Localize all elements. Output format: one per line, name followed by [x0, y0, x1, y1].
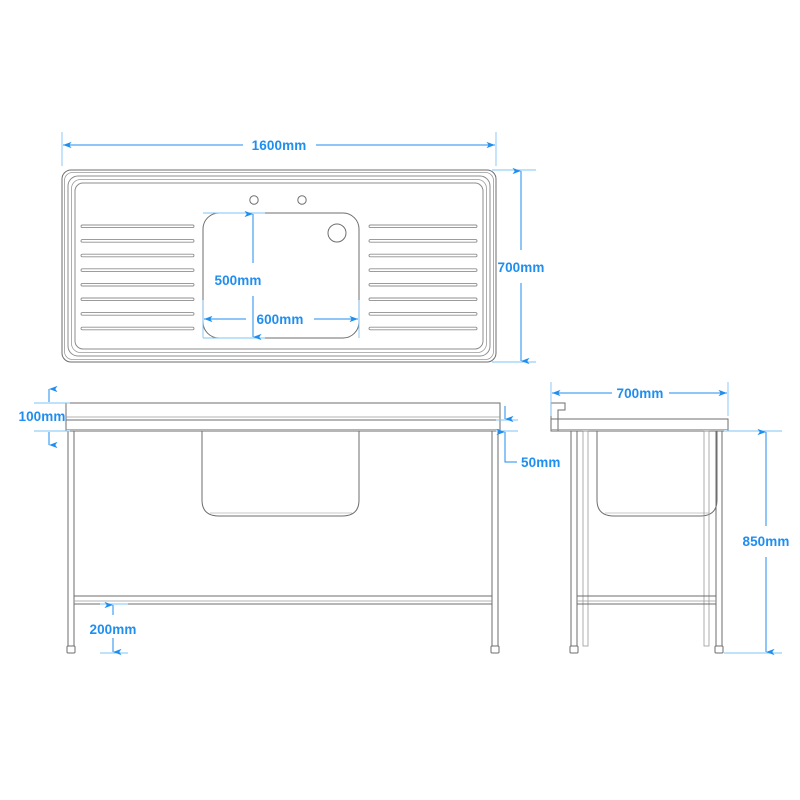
- dimension-label-bowl-width: 600mm: [256, 312, 303, 327]
- dimension-overall-depth: 700mm: [492, 167, 544, 365]
- tap-hole-icon-left: [249, 195, 259, 205]
- waste-hole-icon: [327, 223, 347, 243]
- front-bowl-profile: [201, 431, 360, 517]
- dimension-upstand-height: 100mm: [18, 385, 70, 449]
- side-legs: [569, 430, 724, 654]
- front-undershelf-rail: [73, 595, 493, 605]
- dimension-side-height: 850mm: [724, 428, 789, 656]
- sink-bowl-plan: [202, 212, 360, 339]
- front-legs: [66, 430, 500, 654]
- side-undershelf-rail: [576, 595, 717, 605]
- front-view-group: 100mm 50mm 200mm: [18, 385, 560, 656]
- dimension-label-worktop-thickness: 50mm: [521, 455, 560, 470]
- dimension-label-overall-depth: 700mm: [497, 260, 544, 275]
- dimension-label-shelf-height: 200mm: [89, 622, 136, 637]
- side-view-group: 700mm 850mm: [550, 382, 789, 656]
- dimension-overall-width: 1600mm: [61, 132, 497, 166]
- dimension-bowl-depth: 500mm: [203, 210, 265, 341]
- dimension-bowl-width: 600mm: [202, 300, 360, 338]
- adjustable-foot-right: [490, 645, 500, 654]
- dimension-label-upstand-height: 100mm: [18, 409, 65, 424]
- adjustable-foot-left: [66, 645, 76, 654]
- front-upstand: [65, 402, 501, 421]
- side-bowl-profile: [596, 431, 718, 517]
- dimension-label-side-height: 850mm: [742, 534, 789, 549]
- front-worktop: [65, 419, 501, 432]
- dimension-label-bowl-depth: 500mm: [214, 273, 261, 288]
- side-worktop: [550, 418, 729, 432]
- dimension-side-depth: 700mm: [550, 382, 729, 416]
- left-drainer-grooves: [80, 224, 195, 331]
- top-view-worktop-outline: [61, 169, 497, 363]
- dimension-shelf-height: 200mm: [89, 601, 136, 656]
- dimension-worktop-thickness: 50mm: [496, 406, 560, 470]
- adjustable-foot-side-right: [714, 645, 724, 654]
- top-view-group: 1600mm 700mm 500mm 600mm: [61, 132, 544, 365]
- dimension-label-side-depth: 700mm: [616, 386, 663, 401]
- right-drainer-grooves: [368, 224, 478, 331]
- tap-hole-icon-right: [297, 195, 307, 205]
- side-upstand: [550, 402, 566, 432]
- adjustable-foot-side-left: [569, 645, 579, 654]
- dimension-label-overall-width: 1600mm: [252, 138, 307, 153]
